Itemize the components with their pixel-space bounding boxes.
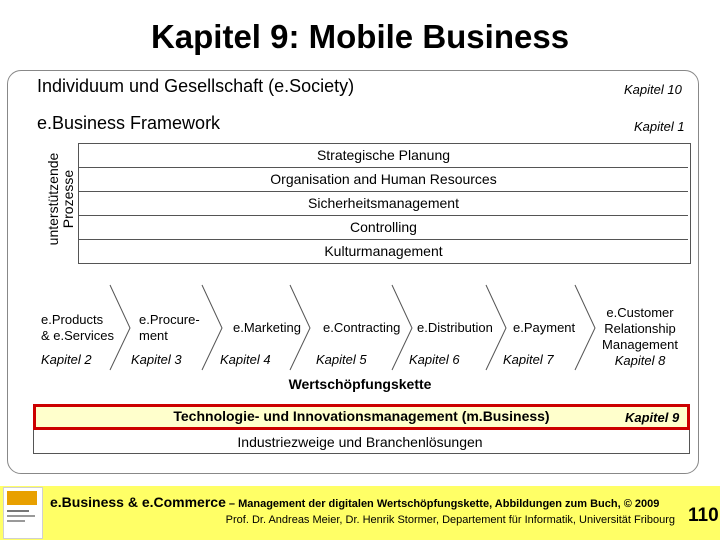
technology-chapter: Kapitel 9: [625, 410, 680, 425]
chain-step-name: e.Customer: [606, 305, 674, 320]
society-chapter: Kapitel 10: [624, 82, 682, 97]
society-frame: [7, 70, 699, 474]
chain-step-chapter: Kapitel 8: [614, 353, 666, 368]
support-row: Sicherheitsmanagement: [308, 195, 459, 211]
chain-step-chapter: Kapitel 2: [41, 352, 92, 367]
chain-step-contracting: e.Contracting: [323, 320, 401, 335]
technology-box: [33, 404, 690, 430]
chain-step-chapter: Kapitel 7: [503, 352, 554, 367]
chain-step-procurement: e.Procure- ment: [139, 312, 200, 344]
support-row: Controlling: [350, 219, 417, 235]
chain-step-distribution: e.Distribution: [417, 320, 493, 335]
footer-book-title: e.Business & e.Commerce: [50, 494, 226, 510]
support-label-line2: Prozesse: [60, 169, 76, 229]
support-divider: [79, 167, 688, 168]
page-number: 110: [688, 505, 719, 526]
footer-book-subtitle: – Management der digitalen Wertschöpfung…: [225, 498, 660, 510]
chain-step-chapter: Kapitel 6: [409, 352, 460, 367]
support-divider: [79, 215, 688, 216]
framework-label: e.Business Framework: [37, 113, 221, 133]
chain-step-name: ment: [139, 328, 168, 343]
support-row: Strategische Planung: [316, 147, 451, 163]
chain-step-crm: e.Customer Relationship Management Kapit…: [594, 305, 686, 369]
footer-book-line: e.Business & e.Commerce – Management der…: [50, 494, 659, 510]
support-divider: [79, 191, 688, 192]
footer-bar: [0, 486, 720, 540]
chain-step-name: e.Procure-: [139, 312, 200, 327]
support-label-line1: unterstützende: [45, 152, 61, 246]
support-processes-box: [78, 143, 691, 264]
support-row: Kulturmanagement: [324, 243, 443, 259]
chain-step-chapter: Kapitel 4: [220, 352, 271, 367]
industry-label: Industriezweige und Branchenlösungen: [237, 434, 483, 450]
support-row: Organisation and Human Resources: [270, 171, 497, 187]
footer-authors: Prof. Dr. Andreas Meier, Dr. Henrik Stor…: [225, 514, 675, 526]
industry-box: [33, 430, 690, 454]
value-chain-label: Wertschöpfungskette: [288, 376, 432, 392]
society-label: Individuum und Gesellschaft (e.Society): [37, 76, 355, 96]
chain-step-name: & e.Services: [41, 328, 114, 343]
university-logo-icon: [3, 487, 43, 539]
chain-step-chapter: Kapitel 3: [131, 352, 182, 367]
chain-step-marketing: e.Marketing: [233, 320, 301, 335]
slide-title: Kapitel 9: Mobile Business: [150, 18, 570, 55]
chain-step-name: Management: [602, 337, 678, 352]
chain-step-name: Relationship: [604, 321, 676, 336]
chain-step-chapter: Kapitel 5: [316, 352, 367, 367]
framework-chapter: Kapitel 1: [634, 119, 685, 134]
chain-step-name: e.Products: [41, 312, 104, 327]
support-divider: [79, 239, 688, 240]
technology-label: Technologie- und Innovationsmanagement (…: [173, 408, 550, 424]
chain-step-products: e.Products & e.Services: [41, 312, 114, 344]
chain-step-payment: e.Payment: [513, 320, 576, 335]
